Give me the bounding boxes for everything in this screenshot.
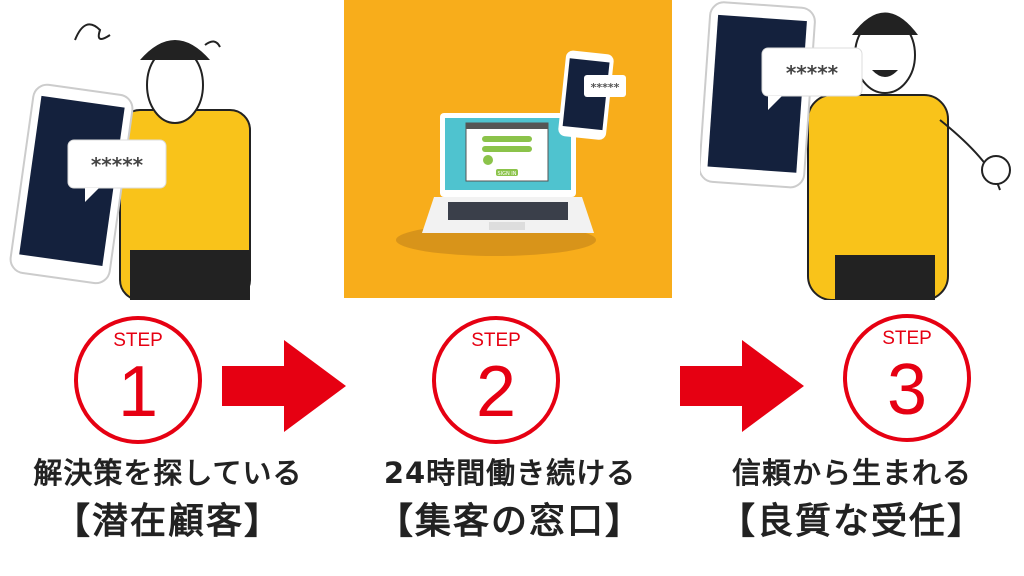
step-number: 3	[886, 350, 928, 430]
step-label: STEP	[882, 328, 932, 349]
password-mask-text: *****	[91, 153, 144, 177]
happy-client-illustration: *****	[700, 1, 1011, 300]
password-mask-text: *****	[786, 61, 839, 85]
step-label: STEP	[113, 330, 163, 351]
step-number: 2	[475, 352, 517, 432]
arrow-right-icon	[222, 340, 346, 432]
step-label: STEP	[471, 330, 521, 351]
step-3-caption: 信頼から生まれる	[731, 456, 972, 490]
step-1-title: 【潜在顧客】	[53, 501, 282, 542]
sign-in-label: SIGN IN	[497, 171, 516, 177]
arrow-right-icon	[680, 340, 804, 432]
step-3-title: 【良質な受任】	[718, 501, 985, 542]
step-number: 1	[117, 352, 159, 432]
step-2-caption: 24時間働き続ける	[383, 456, 637, 490]
step-1-caption: 解決策を探している	[33, 456, 303, 490]
worried-customer-illustration: *****	[9, 23, 251, 300]
password-mask-text: *****	[591, 81, 620, 94]
laptop-illustration-panel: SIGN IN *****	[344, 0, 672, 298]
step-2-title: 【集客の窓口】	[376, 501, 643, 542]
step-3-badge: STEP 3	[843, 314, 971, 442]
step-2-badge: STEP 2	[432, 316, 560, 444]
step-1-badge: STEP 1	[74, 316, 202, 444]
